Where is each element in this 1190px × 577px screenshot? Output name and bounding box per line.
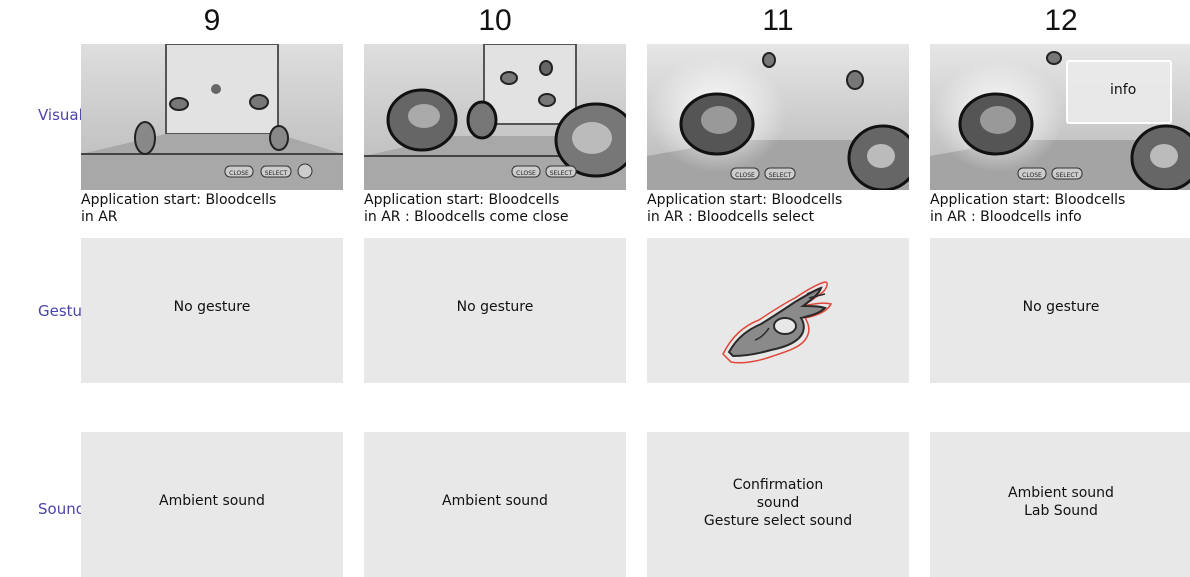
svg-text:CLOSE: CLOSE [516,170,536,177]
svg-text:SELECT: SELECT [1056,172,1079,179]
gesture-panel [647,238,909,383]
column-number: 10 [364,4,626,38]
sound-panel: Ambient sound Lab Sound [930,432,1190,577]
gesture-panel: No gesture [930,238,1190,383]
ar-bloodcells-sketch: CLOSE SELECT [364,44,626,190]
svg-text:SELECT: SELECT [265,170,288,177]
column-number: 12 [930,4,1190,38]
svg-text:CLOSE: CLOSE [1022,172,1042,179]
svg-text:CLOSE: CLOSE [229,170,249,177]
ar-bloodcells-sketch: CLOSE SELECT [647,44,909,190]
sound-text: Confirmation sound Gesture select sound [647,476,909,530]
sound-panel: Ambient sound [81,432,343,577]
visual-sketch: CLOSE SELECT [81,44,343,190]
gesture-text: No gesture [364,298,626,316]
gesture-panel: No gesture [81,238,343,383]
visual-sketch: CLOSE SELECT [647,44,909,190]
gesture-panel: No gesture [364,238,626,383]
visual-caption: Application start: Bloodcells in AR [81,192,351,226]
row-label-sound: Sound [38,500,85,518]
visual-sketch: CLOSE SELECT info [930,44,1190,190]
sound-panel: Confirmation sound Gesture select sound [647,432,909,577]
visual-sketch: CLOSE SELECT [364,44,626,190]
pinch-hand-icon [713,268,843,372]
visual-caption: Application start: Bloodcells in AR : Bl… [930,192,1190,226]
visual-caption: Application start: Bloodcells in AR : Bl… [647,192,917,226]
gesture-text: No gesture [81,298,343,316]
sound-text: Ambient sound [81,492,343,510]
column-number: 9 [81,4,343,38]
info-label: info [1110,82,1136,98]
column-number: 11 [647,4,909,38]
svg-text:CLOSE: CLOSE [735,172,755,179]
svg-text:SELECT: SELECT [550,170,573,177]
sound-text: Ambient sound Lab Sound [930,484,1190,520]
svg-text:SELECT: SELECT [769,172,792,179]
sound-text: Ambient sound [364,492,626,510]
gesture-text: No gesture [930,298,1190,316]
row-label-visual: Visual [38,106,83,124]
ar-bloodcells-sketch: CLOSE SELECT [81,44,343,190]
visual-caption: Application start: Bloodcells in AR : Bl… [364,192,634,226]
sound-panel: Ambient sound [364,432,626,577]
